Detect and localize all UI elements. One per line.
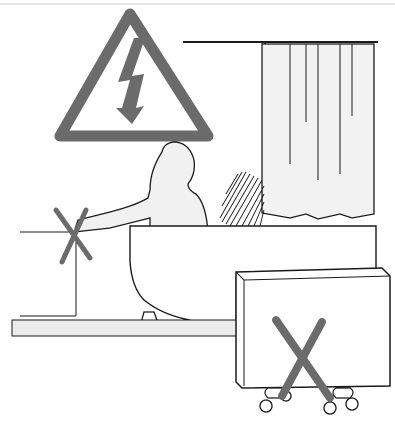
water-spray-hatching <box>220 172 264 226</box>
bathroom-floor <box>12 320 238 336</box>
shower-curtain <box>262 42 374 219</box>
prohibited-touch-cross-icon <box>56 210 90 262</box>
lightning-bolt-icon <box>116 38 145 124</box>
high-voltage-warning-icon <box>60 14 208 136</box>
person-silhouette <box>74 142 208 232</box>
